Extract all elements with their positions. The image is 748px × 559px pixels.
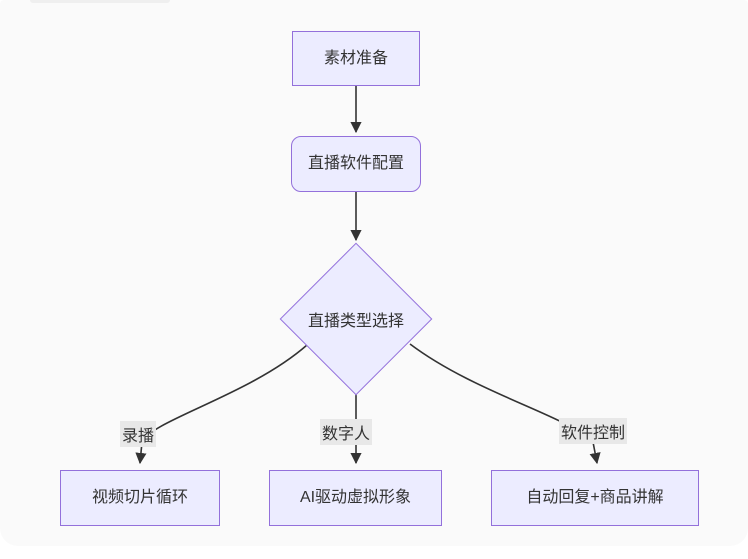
edge-label-digital-human: 数字人: [319, 419, 373, 445]
node-material-prep-label: 素材准备: [323, 49, 388, 67]
edge-label-recorded: 录播: [119, 421, 157, 447]
edge-label-software-control: 软件控制: [558, 418, 628, 444]
node-ai-avatar-label: AI驱动虚拟形象: [299, 489, 412, 507]
node-auto-reply-label: 自动回复+商品讲解: [526, 489, 664, 507]
edge-type-to-video: [135, 344, 308, 465]
node-material-prep: 素材准备: [292, 31, 420, 86]
node-video-loop: 视频切片循环: [60, 470, 220, 526]
node-auto-reply: 自动回复+商品讲解: [491, 470, 699, 526]
node-software-config: 直播软件配置: [291, 136, 421, 192]
edge-type-to-auto: [409, 343, 601, 465]
top-edge-artifact: [30, 0, 170, 3]
node-software-config-label: 直播软件配置: [307, 155, 404, 173]
node-type-select-label: 直播类型选择: [307, 313, 405, 330]
node-video-loop-label: 视频切片循环: [91, 489, 188, 507]
node-ai-avatar: AI驱动虚拟形象: [269, 470, 442, 526]
diagram-canvas: 素材准备 直播软件配置 直播类型选择 视频切片循环 AI驱动虚拟形象 自动回复+…: [30, 0, 699, 526]
